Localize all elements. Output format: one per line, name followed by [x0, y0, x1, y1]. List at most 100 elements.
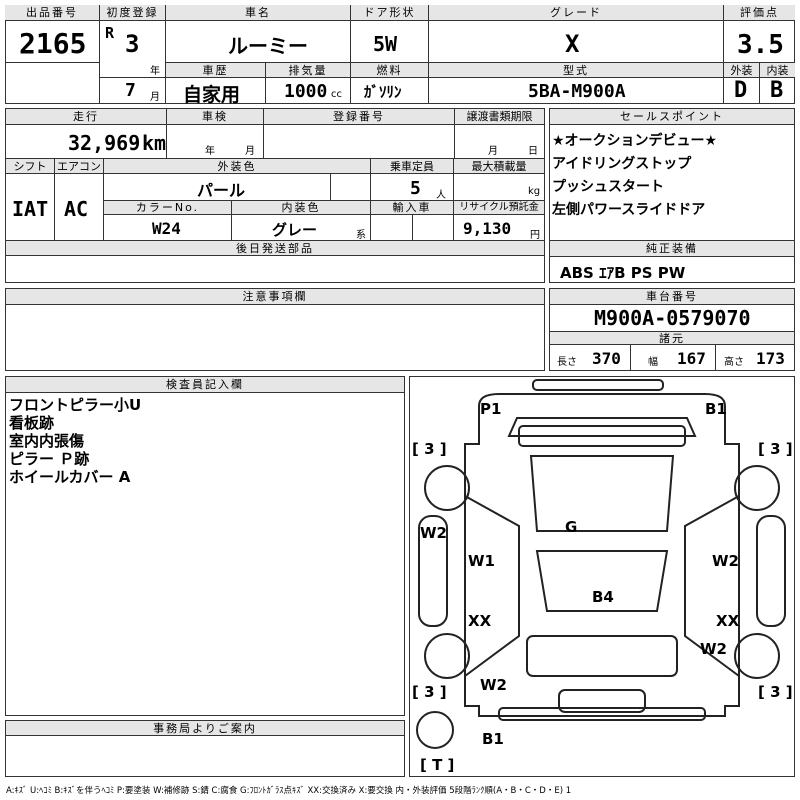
left-body-panel	[418, 515, 448, 627]
grade-label: グレード	[429, 5, 723, 21]
int-color-value: グレー	[272, 221, 318, 239]
model-code: 5BA-M900A	[528, 81, 626, 102]
wheel-rear-right	[734, 633, 780, 679]
ext-score-label: 外装	[724, 63, 759, 78]
spec-label: 諸元	[550, 331, 794, 345]
sales-point-item: アイドリングストップ	[552, 156, 692, 172]
notes-label: 注意事項欄	[6, 289, 544, 305]
shift-value: IAT	[12, 197, 49, 221]
mileage-value: 32,969	[68, 131, 141, 155]
inspector-label: 検査員記入欄	[6, 377, 404, 393]
lot-cell: 出品番号 2165	[5, 5, 99, 63]
fuel-label: 燃料	[351, 63, 428, 78]
inspector-line: フロントピラー小U	[9, 396, 142, 414]
score-value: 3.5	[737, 30, 784, 60]
car-name: ルーミー	[228, 34, 308, 58]
mark-b4: B4	[592, 588, 614, 606]
mark-bracket-3: [ 3 ]	[412, 440, 447, 458]
ac-label: エアコン	[55, 159, 103, 174]
mileage-unit: km	[142, 131, 167, 155]
inspector-line: ピラー Ｐ跡	[9, 450, 90, 468]
chassis-number: M900A-0579070	[594, 306, 751, 330]
wheel-front-right	[734, 465, 780, 511]
shift-label: シフト	[6, 159, 54, 174]
color-no-label: カラーNo.	[104, 201, 231, 215]
notes-block	[5, 288, 545, 371]
lot-number: 2165	[19, 27, 87, 60]
month-unit: 月	[150, 92, 160, 103]
capacity-value: 5	[410, 178, 421, 199]
sales-point-item: 左側パワースライドドア	[552, 202, 706, 218]
score-label: 評価点	[724, 5, 795, 21]
bumper-rear	[498, 707, 706, 721]
door-type: 5W	[373, 32, 398, 56]
sales-points-block	[549, 108, 795, 283]
capacity-unit: 人	[436, 190, 446, 201]
first-reg-year: 3	[125, 30, 140, 58]
chassis-label: 車台番号	[550, 289, 794, 305]
hood-outline	[507, 417, 697, 437]
history-value: 自家用	[183, 84, 241, 106]
left-side-front	[464, 495, 520, 677]
right-side-front	[684, 495, 740, 677]
equipment-label: 純正装備	[550, 241, 794, 257]
max-load-label: 最大積載量	[454, 159, 544, 174]
wheel-rear-left	[424, 633, 470, 679]
cabin-outline	[535, 550, 669, 612]
length-label: 長さ	[557, 357, 577, 368]
car-diagram-svg	[416, 379, 786, 749]
office-block	[5, 720, 405, 777]
mark-w2-right: W2	[712, 552, 739, 570]
inspection-label: 車検	[167, 109, 263, 125]
height-label: 高さ	[724, 357, 744, 368]
ac-value: AC	[64, 197, 89, 221]
reg-no-label: 登録番号	[264, 109, 454, 125]
mark-g: G	[565, 518, 578, 536]
mark-bracket-3: [ 3 ]	[758, 440, 793, 458]
int-color-label: 内装色	[232, 201, 370, 215]
front-glass	[518, 425, 686, 447]
trunk-panel	[558, 689, 646, 713]
recycle-label: リサイクル預託金	[454, 201, 544, 215]
max-load-unit: kg	[528, 186, 541, 197]
chassis-block	[549, 288, 795, 371]
length-value: 370	[592, 349, 621, 368]
inspection-month-unit: 月	[245, 146, 255, 157]
inspection-year-unit: 年	[205, 146, 215, 157]
transfer-deadline-label: 譲渡書類期限	[455, 109, 544, 125]
rear-glass	[526, 635, 678, 677]
grade-value: X	[565, 30, 580, 58]
sales-point-item: プッシュスタート	[552, 179, 664, 195]
legend-text: A:ｷｽﾞ U:ﾍｺﾐ B:ｷｽﾞを伴うﾍｺﾐ P:要塗装 W:補修跡 S:錆 …	[6, 786, 572, 796]
mark-w2-rear-left: W2	[480, 676, 507, 694]
vehicle-detail-block	[5, 108, 545, 283]
width-value: 167	[677, 349, 706, 368]
history-label: 車歴	[166, 63, 265, 78]
mark-w2-rear-right: W2	[700, 640, 727, 658]
sales-points-label: セールスポイント	[550, 109, 794, 125]
inspector-line: 室内内張傷	[9, 432, 85, 450]
transfer-month-unit: 月	[488, 146, 498, 157]
recycle-unit: 円	[530, 230, 540, 241]
equipment-value: ABS ｴｱB PS PW	[560, 264, 686, 282]
roof-outline	[529, 455, 675, 532]
door-label: ドア形状	[351, 5, 428, 21]
mark-xx-right: XX	[716, 612, 740, 630]
ext-color-label: 外装色	[104, 159, 370, 174]
model-label: 型式	[429, 63, 723, 78]
mileage-label: 走行	[6, 109, 166, 125]
ext-score: D	[734, 78, 748, 103]
car-name-label: 車名	[166, 5, 350, 21]
ext-color-value: パール	[197, 181, 246, 200]
era-mark: R	[105, 24, 115, 42]
displacement-label: 排気量	[266, 63, 350, 78]
int-color-unit: 系	[356, 230, 366, 241]
recycle-value: 9,130	[463, 219, 512, 238]
mark-t: [ T ]	[420, 756, 455, 774]
mark-xx-left: XX	[468, 612, 492, 630]
inspector-line: ホイールカバー A	[9, 468, 131, 486]
inspector-block	[5, 376, 405, 716]
bumper-front	[532, 379, 664, 391]
mark-w1: W1	[468, 552, 495, 570]
mark-p1: P1	[480, 400, 502, 418]
